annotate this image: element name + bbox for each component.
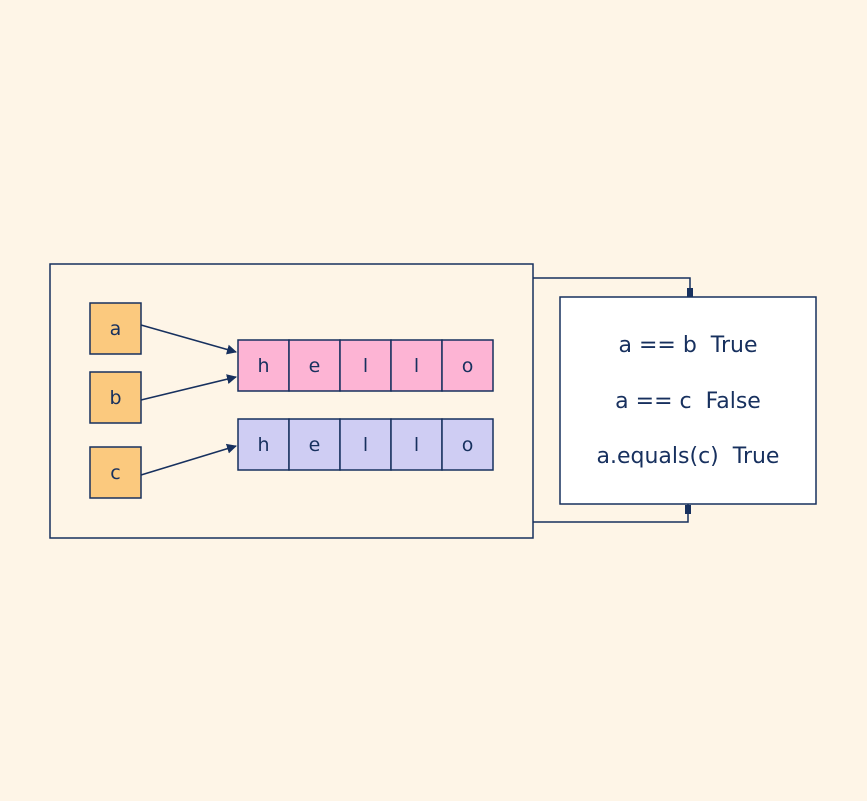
string1-cell bbox=[288, 339, 341, 392]
string1-cell bbox=[390, 339, 443, 392]
string2-char: l bbox=[414, 434, 419, 456]
variable-label: a bbox=[110, 318, 122, 340]
string2-char: h bbox=[257, 434, 269, 456]
string2-char: e bbox=[309, 434, 321, 456]
reference-arrow-a bbox=[140, 324, 237, 355]
string1-char: l bbox=[363, 355, 368, 377]
string1-char: h bbox=[257, 355, 269, 377]
result-a-eq-b: a == b True bbox=[618, 333, 757, 358]
variable-box-c bbox=[89, 446, 142, 499]
variable-label: c bbox=[110, 462, 120, 484]
result-a-equals-c: a.equals(c) True bbox=[597, 444, 780, 469]
result-a-eq-c: a == c False bbox=[615, 389, 761, 414]
string2-char: l bbox=[363, 434, 368, 456]
string1-char: e bbox=[309, 355, 321, 377]
connector-top bbox=[533, 277, 691, 297]
string2-cell bbox=[390, 418, 443, 471]
variable-box-a bbox=[89, 302, 142, 355]
string1-cell bbox=[237, 339, 290, 392]
connector-top-end bbox=[687, 288, 693, 297]
string2-char: o bbox=[462, 434, 474, 456]
string2-cell bbox=[441, 418, 494, 471]
string2-cell bbox=[339, 418, 392, 471]
variable-box-b bbox=[89, 371, 142, 424]
results-box bbox=[559, 296, 817, 505]
string1-char: l bbox=[414, 355, 419, 377]
connector-bottom bbox=[533, 504, 689, 523]
string1-cell bbox=[441, 339, 494, 392]
string1-char: o bbox=[462, 355, 474, 377]
string1-cell bbox=[339, 339, 392, 392]
variable-label: b bbox=[109, 387, 121, 409]
reference-arrow-c bbox=[140, 443, 237, 476]
connector-bottom-end bbox=[685, 505, 691, 514]
string2-cell bbox=[288, 418, 341, 471]
reference-arrow-b bbox=[140, 374, 237, 401]
